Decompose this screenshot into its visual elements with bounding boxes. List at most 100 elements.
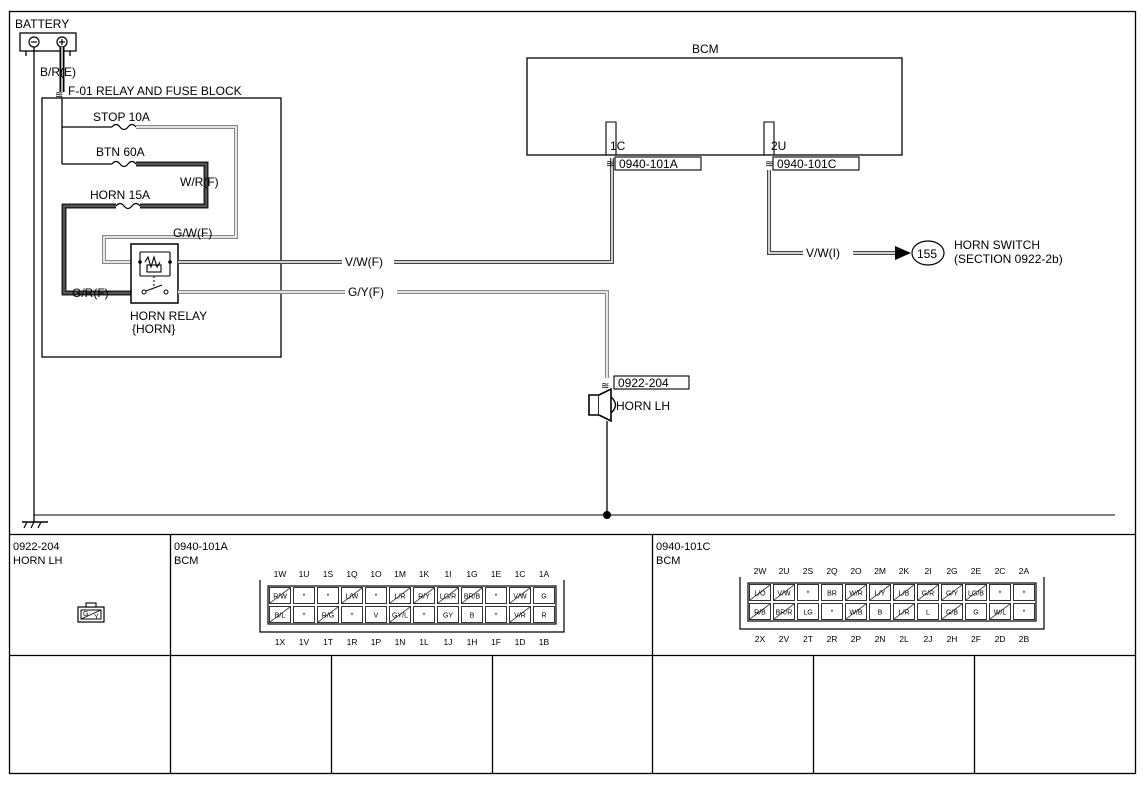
connector-pin-label: 1Q [346, 569, 358, 579]
connector-cavity [485, 606, 507, 623]
connector-pin-color: L/B [899, 591, 910, 598]
connector-pin-color: L/Y [875, 591, 886, 598]
connector-pin-label: 2J [924, 634, 933, 644]
connector-cavity-divider [893, 584, 915, 601]
connector-cavity [341, 606, 363, 623]
connector-pin-label: 1F [491, 637, 501, 647]
connector-cavity-divider [509, 606, 531, 623]
horn-switch-ref: 155 [917, 247, 937, 261]
wire-label-wr-f: W/R(F) [180, 175, 219, 189]
wire-wr-f-core [136, 163, 207, 207]
connector-pin-label: 1I [444, 569, 451, 579]
wire-label-gw-f: G/W(F) [173, 226, 212, 240]
wire-vw-f [178, 158, 614, 264]
connector-pin-label: 1T [323, 637, 333, 647]
connector-cavity [1013, 603, 1035, 620]
connector-cavity-divider [437, 587, 459, 604]
connector-cavity-divider [389, 587, 411, 604]
connector-housing [259, 580, 565, 633]
connector-pin-color: * [807, 591, 810, 598]
wire-label-vw-i: V/W(I) [806, 246, 840, 260]
connector-pin-color: * [327, 594, 330, 601]
connector-name: BCM [656, 555, 680, 567]
connector-pin-label: 2F [971, 634, 981, 644]
connector-pin-label: 2Q [826, 566, 838, 576]
wire-label-bg [345, 284, 397, 299]
connector-pin-color: V/W [777, 591, 791, 598]
connector-pin-label: 2A [1019, 566, 1030, 576]
connector-pin-label: 1W [274, 569, 287, 579]
connector-cavity [533, 606, 555, 623]
horn-switch-label: HORN SWITCH [954, 238, 1040, 252]
connector-pin-color: * [1023, 591, 1026, 598]
connector-body [747, 582, 1037, 622]
connector-pin-label: 1G [466, 569, 477, 579]
connector-pin-label: 1J [444, 637, 453, 647]
wire-vw-f-core [178, 158, 613, 263]
connector-cavity [869, 603, 891, 620]
connector-pin-color: BR/B [464, 594, 481, 601]
bcm-label: BCM [692, 42, 719, 56]
connector-cavity-divider [269, 587, 291, 604]
ground-splice [603, 511, 611, 519]
connector-pin-color: B [470, 613, 475, 620]
connector-cavity-divider [965, 584, 987, 601]
bcm-connector-b: 0940-101C [777, 157, 837, 171]
connector-cavity-divider [773, 603, 795, 620]
connector-pin-color: W/R [849, 591, 863, 598]
bcm-pin-2u-lead [763, 121, 775, 155]
wire-gr-f-core [63, 205, 132, 294]
connector-pin-color: B/L [275, 613, 286, 620]
connector-pin-label: 1M [394, 569, 406, 579]
connector-pin-label: 2B [1019, 634, 1030, 644]
bcm-connector-a-tag [614, 156, 702, 171]
connector-pin-label: 1A [539, 569, 550, 579]
bcm-pin-2u: 2U [771, 139, 786, 153]
connector-pin-color: V/R [514, 613, 526, 620]
wire-label-vw-f: V/W(F) [345, 255, 383, 269]
connector-pin-label: 2V [779, 634, 790, 644]
connector-cavity [821, 603, 843, 620]
connector-pin-label: 2K [899, 566, 910, 576]
connector-code: 0940-101A [174, 541, 228, 553]
connector-pin-label: 2R [827, 634, 838, 644]
connector-cavity [413, 606, 435, 623]
wire-label-br-e: B/R(E) [40, 65, 76, 79]
connector-pin-color: * [495, 594, 498, 601]
wire-label-bg [803, 245, 853, 260]
connector-cavity-divider [749, 584, 771, 601]
connector-cavity-divider [989, 603, 1011, 620]
connector-pin-color: * [375, 594, 378, 601]
connector-pin-color: G [541, 594, 546, 601]
arrow-icon [895, 246, 911, 260]
connector-pin-label: 1S [323, 569, 334, 579]
connector-pin-label: 2I [924, 566, 931, 576]
connector-junction-icon: ≋ [765, 159, 773, 170]
connector-junction-icon: ≋ [606, 159, 614, 170]
connector-pin-color: GY [443, 613, 453, 620]
connector-pin-label: 2N [875, 634, 886, 644]
horn-connector-tag [613, 375, 690, 390]
wire-label-bg [342, 254, 394, 269]
connector-pin-label: 2H [947, 634, 958, 644]
connector-cavity-divider [461, 587, 483, 604]
connector-pin-color: * [351, 613, 354, 620]
connector-pin-color: LG [803, 610, 812, 617]
connector-name: HORN LH [13, 555, 63, 567]
connector-pin-color: G/R [922, 591, 934, 598]
connector-code: 0922-204 [13, 541, 60, 553]
connector-cavity-divider [773, 584, 795, 601]
connector-pin-color: GY/L [392, 613, 408, 620]
connector-body [267, 585, 557, 625]
connector-cavity [317, 587, 339, 604]
connector-pin-label: 1O [370, 569, 382, 579]
connector-pin-label: 2T [803, 634, 813, 644]
connector-pin-color: * [999, 591, 1002, 598]
connector-pin-color: V [374, 613, 379, 620]
connector-cavity-divider [845, 584, 867, 601]
wire-gy-f-core [178, 291, 608, 378]
connector-pin-label: 2G [946, 566, 957, 576]
connector-pin-label: 2W [754, 566, 767, 576]
